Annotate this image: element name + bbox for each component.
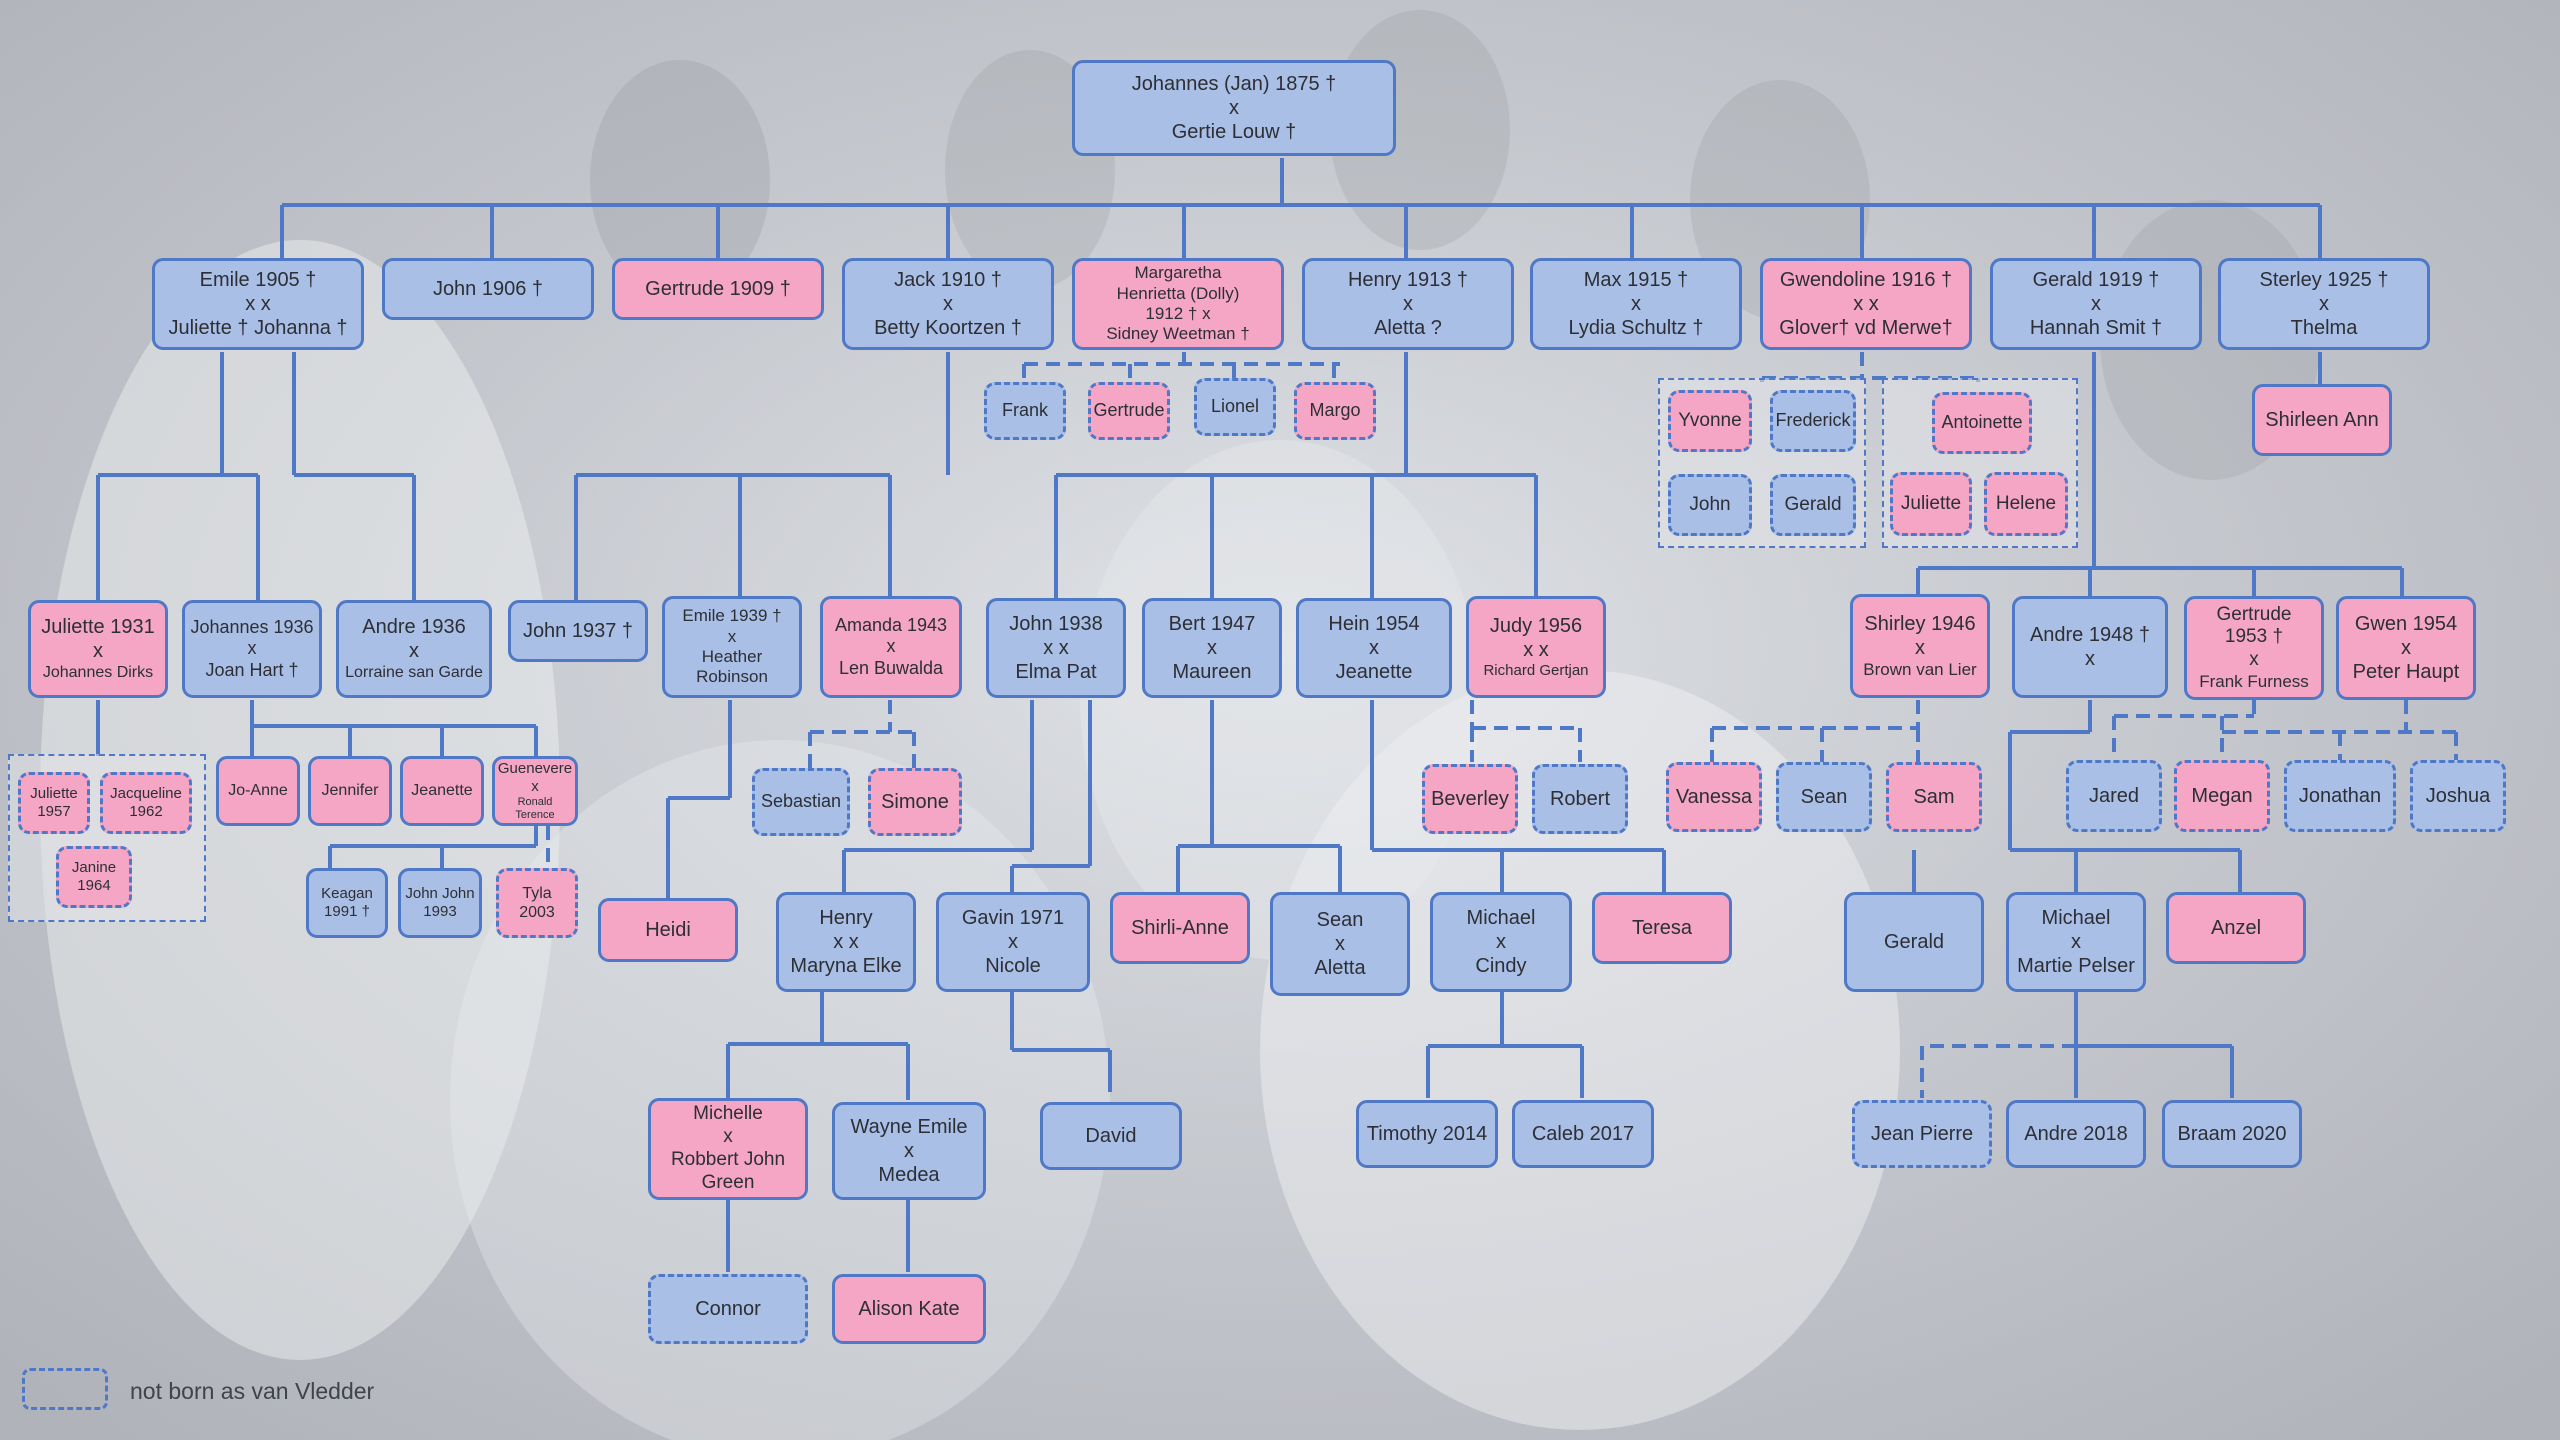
- person-john-1937[interactable]: John 1937 †: [508, 600, 648, 662]
- legend-label: not born as van Vledder: [130, 1378, 375, 1404]
- person-hein-1954[interactable]: Hein 1954 x Jeanette: [1296, 598, 1452, 698]
- guenevere-name: Guenevere x: [497, 759, 573, 795]
- person-guenevere[interactable]: Guenevere x Ronald Terence: [492, 756, 578, 826]
- person-robert[interactable]: Robert: [1532, 764, 1628, 834]
- person-gavin-1971[interactable]: Gavin 1971 x Nicole: [936, 892, 1090, 992]
- person-gertrude-1953[interactable]: Gertrude 1953 † x Frank Furness: [2184, 596, 2324, 700]
- person-margaretha-1912[interactable]: Margaretha Henrietta (Dolly) 1912 † x Si…: [1072, 258, 1284, 350]
- person-emile-1939[interactable]: Emile 1939 † x Heather Robinson: [662, 596, 802, 698]
- person-john-1938[interactable]: John 1938 x x Elma Pat: [986, 598, 1126, 698]
- person-connor[interactable]: Connor: [648, 1274, 808, 1344]
- person-margo[interactable]: Margo: [1294, 382, 1376, 440]
- person-shirley-1946[interactable]: Shirley 1946 x Brown van Lier: [1850, 594, 1990, 698]
- guenevere-spouse: Ronald Terence: [515, 795, 555, 821]
- andre-1936-name: Andre 1936 x: [362, 616, 466, 663]
- shirley-1946-spouse: Brown van Lier: [1863, 659, 1977, 679]
- person-jean-pierre[interactable]: Jean Pierre: [1852, 1100, 1992, 1168]
- person-antoinette[interactable]: Antoinette: [1932, 392, 2032, 454]
- judy-1956-spouse: Richard Gertjan: [1483, 662, 1589, 679]
- person-michael-martie[interactable]: Michael x Martie Pelser: [2006, 892, 2146, 992]
- person-andre-1936[interactable]: Andre 1936 x Lorraine san Garde: [336, 600, 492, 698]
- judy-1956-name: Judy 1956 x x: [1489, 615, 1583, 661]
- person-jeanette[interactable]: Jeanette: [400, 756, 484, 826]
- legend-dashed-swatch: [22, 1368, 108, 1410]
- person-teresa[interactable]: Teresa: [1592, 892, 1732, 964]
- person-anzel[interactable]: Anzel: [2166, 892, 2306, 964]
- person-john-glover[interactable]: John: [1668, 474, 1752, 536]
- person-timothy-2014[interactable]: Timothy 2014: [1356, 1100, 1498, 1168]
- person-johannes-1936[interactable]: Johannes 1936 x Joan Hart †: [182, 600, 322, 698]
- person-alison-kate[interactable]: Alison Kate: [832, 1274, 986, 1344]
- person-andre-1948[interactable]: Andre 1948 † x: [2012, 596, 2168, 698]
- person-michelle[interactable]: Michelle x Robbert John Green: [648, 1098, 808, 1200]
- person-sean-aletta[interactable]: Sean x Aletta: [1270, 892, 1410, 996]
- person-shirleen-ann[interactable]: Shirleen Ann: [2252, 384, 2392, 456]
- person-wayne-emile[interactable]: Wayne Emile x Medea: [832, 1102, 986, 1200]
- person-michael-cindy[interactable]: Michael x Cindy: [1430, 892, 1572, 992]
- person-sean-shirley[interactable]: Sean: [1776, 762, 1872, 832]
- person-gerald-glover[interactable]: Gerald: [1770, 474, 1856, 536]
- person-juliette-1957[interactable]: Juliette 1957: [18, 772, 90, 834]
- person-jennifer[interactable]: Jennifer: [308, 756, 392, 826]
- person-sterley-1925[interactable]: Sterley 1925 † x Thelma: [2218, 258, 2430, 350]
- person-joshua[interactable]: Joshua: [2410, 760, 2506, 832]
- person-shirli-anne[interactable]: Shirli-Anne: [1110, 892, 1250, 964]
- person-sebastian[interactable]: Sebastian: [752, 768, 850, 836]
- person-gerald-1919[interactable]: Gerald 1919 † x Hannah Smit †: [1990, 258, 2202, 350]
- person-jonathan[interactable]: Jonathan: [2284, 760, 2396, 832]
- person-megan[interactable]: Megan: [2174, 760, 2270, 832]
- person-john-1906[interactable]: John 1906 †: [382, 258, 594, 320]
- person-heidi[interactable]: Heidi: [598, 898, 738, 962]
- person-sam[interactable]: Sam: [1886, 762, 1982, 832]
- person-beverley[interactable]: Beverley: [1422, 764, 1518, 834]
- person-simone[interactable]: Simone: [868, 768, 962, 836]
- person-gertrude-weetman[interactable]: Gertrude: [1088, 382, 1170, 440]
- person-john-john-1993[interactable]: John John 1993: [398, 868, 482, 938]
- person-tyla-2003[interactable]: Tyla 2003: [496, 868, 578, 938]
- person-david[interactable]: David: [1040, 1102, 1182, 1170]
- person-juliette-1931[interactable]: Juliette 1931 x Johannes Dirks: [28, 600, 168, 698]
- gertrude-1953-spouse: Frank Furness: [2199, 672, 2309, 691]
- person-braam-2020[interactable]: Braam 2020: [2162, 1100, 2302, 1168]
- shirley-1946-name: Shirley 1946 x: [1864, 612, 1976, 659]
- person-gwendoline-1916[interactable]: Gwendoline 1916 † x x Glover† vd Merwe†: [1760, 258, 1972, 350]
- person-gerald-grandson[interactable]: Gerald: [1844, 892, 1984, 992]
- person-janine-1964[interactable]: Janine 1964: [56, 846, 132, 908]
- person-andre-2018[interactable]: Andre 2018: [2006, 1100, 2146, 1168]
- person-caleb-2017[interactable]: Caleb 2017: [1512, 1100, 1654, 1168]
- person-frank[interactable]: Frank: [984, 382, 1066, 440]
- person-vanessa[interactable]: Vanessa: [1666, 762, 1762, 832]
- person-amanda-1943[interactable]: Amanda 1943 x Len Buwalda: [820, 596, 962, 698]
- person-johannes-jan-1875[interactable]: Johannes (Jan) 1875 † x Gertie Louw †: [1072, 60, 1396, 156]
- person-juliette-vdmerwe[interactable]: Juliette: [1890, 472, 1972, 536]
- juliette-1931-spouse: Johannes Dirks: [42, 664, 154, 682]
- person-jared[interactable]: Jared: [2066, 760, 2162, 832]
- person-jack-1910[interactable]: Jack 1910 † x Betty Koortzen †: [842, 258, 1054, 350]
- person-emile-1905[interactable]: Emile 1905 † x x Juliette † Johanna †: [152, 258, 364, 350]
- gertrude-1953-name: Gertrude 1953 † x: [2216, 603, 2292, 671]
- person-helene[interactable]: Helene: [1984, 472, 2068, 536]
- person-yvonne[interactable]: Yvonne: [1668, 390, 1752, 452]
- person-jacqueline-1962[interactable]: Jacqueline 1962: [100, 772, 192, 834]
- person-gwen-1954[interactable]: Gwen 1954 x Peter Haupt: [2336, 596, 2476, 700]
- person-judy-1956[interactable]: Judy 1956 x x Richard Gertjan: [1466, 596, 1606, 698]
- andre-1936-spouse: Lorraine san Garde: [345, 664, 483, 682]
- person-gertrude-1909[interactable]: Gertrude 1909 †: [612, 258, 824, 320]
- juliette-1931-name: Juliette 1931 x: [41, 616, 155, 663]
- person-lionel[interactable]: Lionel: [1194, 378, 1276, 436]
- person-max-1915[interactable]: Max 1915 † x Lydia Schultz †: [1530, 258, 1742, 350]
- person-henry-1913[interactable]: Henry 1913 † x Aletta ?: [1302, 258, 1514, 350]
- person-frederick[interactable]: Frederick: [1770, 390, 1856, 452]
- person-bert-1947[interactable]: Bert 1947 x Maureen: [1142, 598, 1282, 698]
- person-keagan-1991[interactable]: Keagan 1991 †: [306, 868, 388, 938]
- person-henry-grandson[interactable]: Henry x x Maryna Elke: [776, 892, 916, 992]
- person-jo-anne[interactable]: Jo-Anne: [216, 756, 300, 826]
